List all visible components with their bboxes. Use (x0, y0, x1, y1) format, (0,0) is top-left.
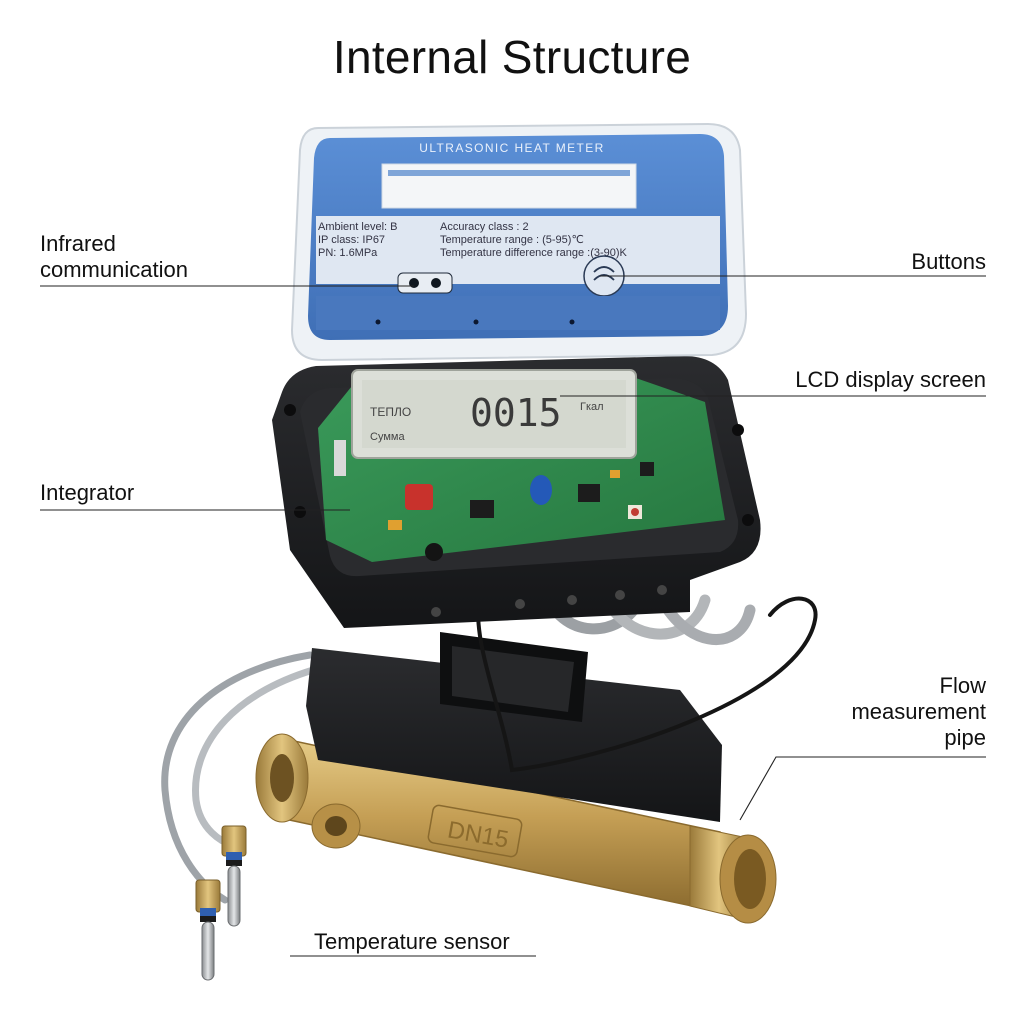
label-flow-measurement-pipe: Flow measurement pipe (780, 673, 986, 751)
label-flow-line-1: Flow (939, 673, 986, 698)
flow-pipe: DN15 (255, 733, 777, 924)
temperature-sensor-2 (195, 879, 221, 981)
cover-spec-right-2: Temperature range : (5-95)℃ (440, 234, 584, 246)
label-buttons: Buttons (911, 249, 986, 274)
cover-spec-right-3: Temperature difference range :(3-90)K (440, 247, 628, 259)
cover-spec-left-2: IP class: IP67 (318, 234, 385, 246)
cover-spec-right-1: Accuracy class : 2 (440, 221, 529, 233)
label-infrared-line-2: communication (40, 257, 188, 282)
label-integrator: Integrator (40, 480, 135, 505)
cover-plate: ULTRASONIC HEAT METER Ambient level: B I… (290, 122, 748, 362)
leader-lines (40, 275, 986, 957)
lcd-reading: 0015 (470, 391, 562, 435)
label-infrared-communication: Infrared communication (40, 231, 188, 283)
cover-spec-left-3: PN: 1.6MPa (318, 247, 378, 259)
temperature-sensor-1 (221, 825, 247, 927)
sensor-cables (161, 651, 324, 904)
sensor-body (306, 632, 722, 822)
lcd-tag-bottom: Сумма (370, 431, 405, 443)
integrator-housing: ТЕПЛО Сумма 0015 Гкал (272, 356, 761, 628)
label-flow-line-2: measurement (851, 699, 986, 724)
label-infrared-line-1: Infrared (40, 231, 116, 256)
lcd-tag-top: ТЕПЛО (370, 405, 411, 419)
cover-brand: ULTRASONIC HEAT METER (419, 141, 604, 155)
label-flow-line-3: pipe (944, 725, 986, 750)
lcd-unit: Гкал (580, 401, 604, 413)
label-lcd-display-screen: LCD display screen (795, 367, 986, 392)
label-temperature-sensor: Temperature sensor (314, 929, 510, 954)
cover-spec-left-1: Ambient level: B (318, 221, 397, 233)
page-title: Internal Structure (332, 31, 692, 83)
